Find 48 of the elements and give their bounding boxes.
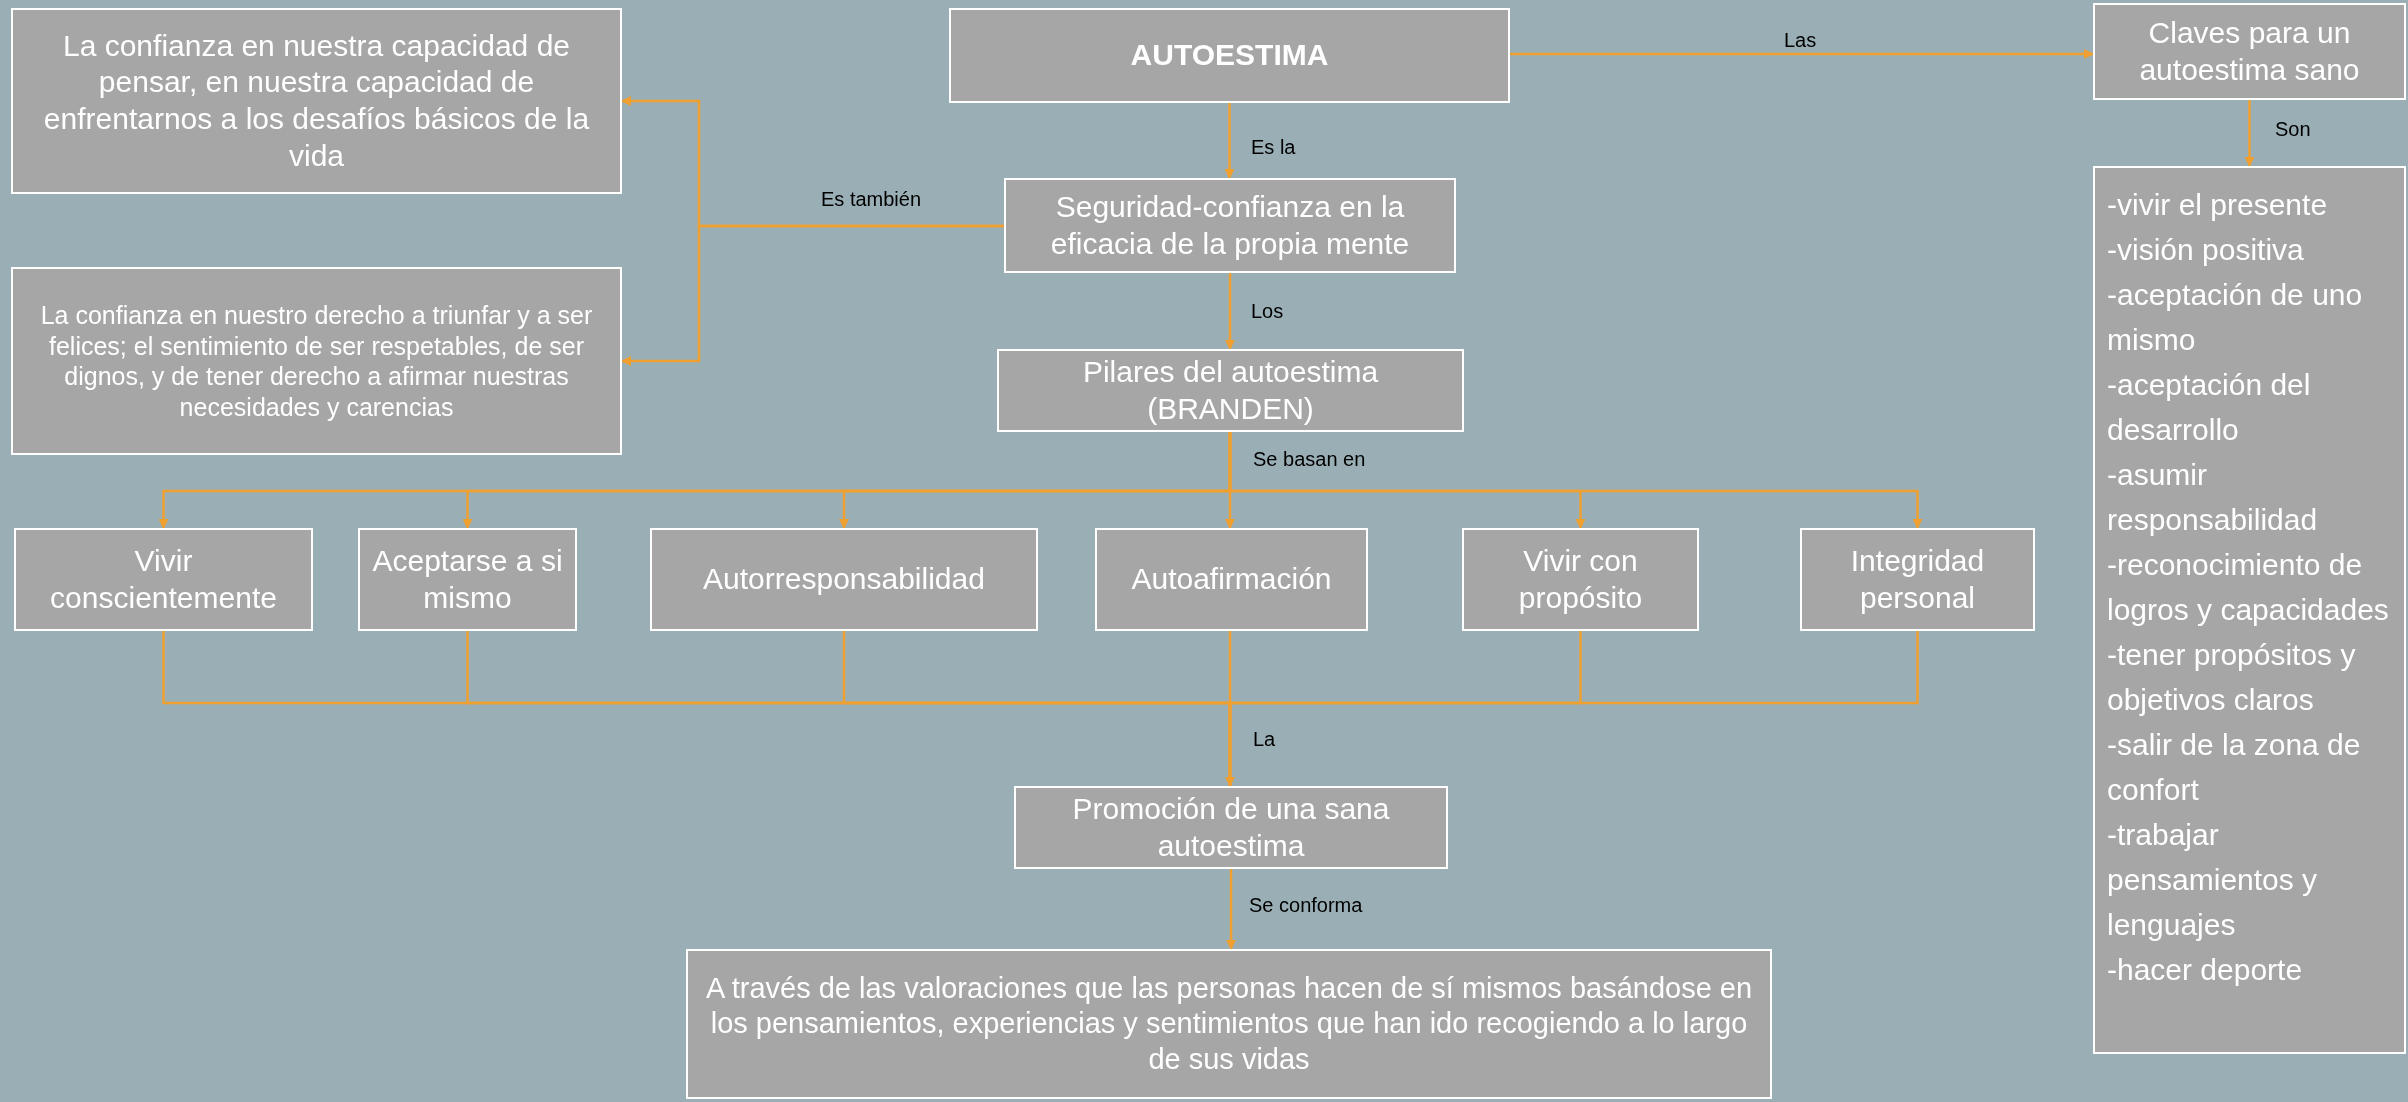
concept-box (2093, 3, 2406, 100)
node-text: AUTOESTIMA (1130, 37, 1329, 74)
node-text: La confianza en nuestra capacidad de pensar, en nuestra capacidad de enfrentarnos a los desafíos básicos de la vida (42, 27, 591, 174)
node-text: Aceptarse a si mismo (371, 542, 564, 616)
node-text: Seguridad-confianza en la eficacia de la propia mente (1049, 188, 1411, 262)
node-text: Autorresponsabilidad (703, 561, 985, 598)
node-text: Promoción de una sana autoestima (1071, 790, 1391, 864)
node-text: Vivir conscientemente (49, 542, 278, 616)
list-item: -aceptación de uno mismo (2107, 277, 2364, 358)
node-text: Pilares del autoestima (BRANDEN) (1081, 353, 1380, 427)
node-text: Vivir con propósito (1517, 542, 1644, 616)
node-text: A través de las valoraciones que las personas hacen de sí mismos basándose en los pensamientos, experiencias y sentimientos que han ido recogiendo a lo largo de sus vidas (704, 970, 1754, 1077)
node-text: Integridad personal (1849, 542, 1986, 616)
node-text: Claves para un autoestima sano (2138, 14, 2361, 88)
concept-box (1462, 528, 1699, 631)
concept-box (650, 528, 1038, 631)
list-item: -hacer deporte (2107, 952, 2303, 988)
arrow (1228, 432, 1923, 529)
concept-box (11, 8, 622, 194)
list-item: -salir de la zona de confort (2107, 727, 2362, 808)
concept-box (358, 528, 577, 631)
list-box (2093, 166, 2406, 1054)
arrow (1224, 103, 1235, 179)
list-item: -visión positiva (2107, 232, 2304, 268)
connector-line (1228, 631, 1919, 786)
concept-box (686, 949, 1772, 1099)
list-item: -aceptación del desarrollo (2107, 367, 2312, 448)
arrow (621, 224, 1004, 366)
concept-box (1004, 178, 1456, 273)
arrow (1510, 49, 2094, 59)
concept-box (997, 349, 1464, 432)
list-item: -tener propósitos y objetivos claros (2107, 637, 2357, 718)
concept-box (14, 528, 313, 631)
node-text: Autoafirmación (1131, 561, 1332, 598)
list-item: -trabajar pensamientos y lenguajes (2107, 817, 2319, 943)
concept-box (1800, 528, 2035, 631)
arrow (2244, 100, 2255, 167)
concept-box (1095, 528, 1368, 631)
arrow (1225, 273, 1235, 350)
concept-box (949, 8, 1510, 103)
node-text: La confianza en nuestro derecho a triunfar y a ser felices; el sentimiento de ser respetables, de ser dignos, y de tener derecho a afirmar nuestras necesidades y carencias (39, 300, 594, 422)
concept-box (11, 267, 622, 455)
arrow (1226, 869, 1236, 950)
concept-box (1014, 786, 1448, 869)
list-item: -vivir el presente (2107, 187, 2328, 223)
arrow (1225, 631, 1235, 787)
list-item: -asumir responsabilidad (2107, 457, 2319, 538)
list-item: -reconocimiento de logros y capacidades (2107, 547, 2390, 628)
